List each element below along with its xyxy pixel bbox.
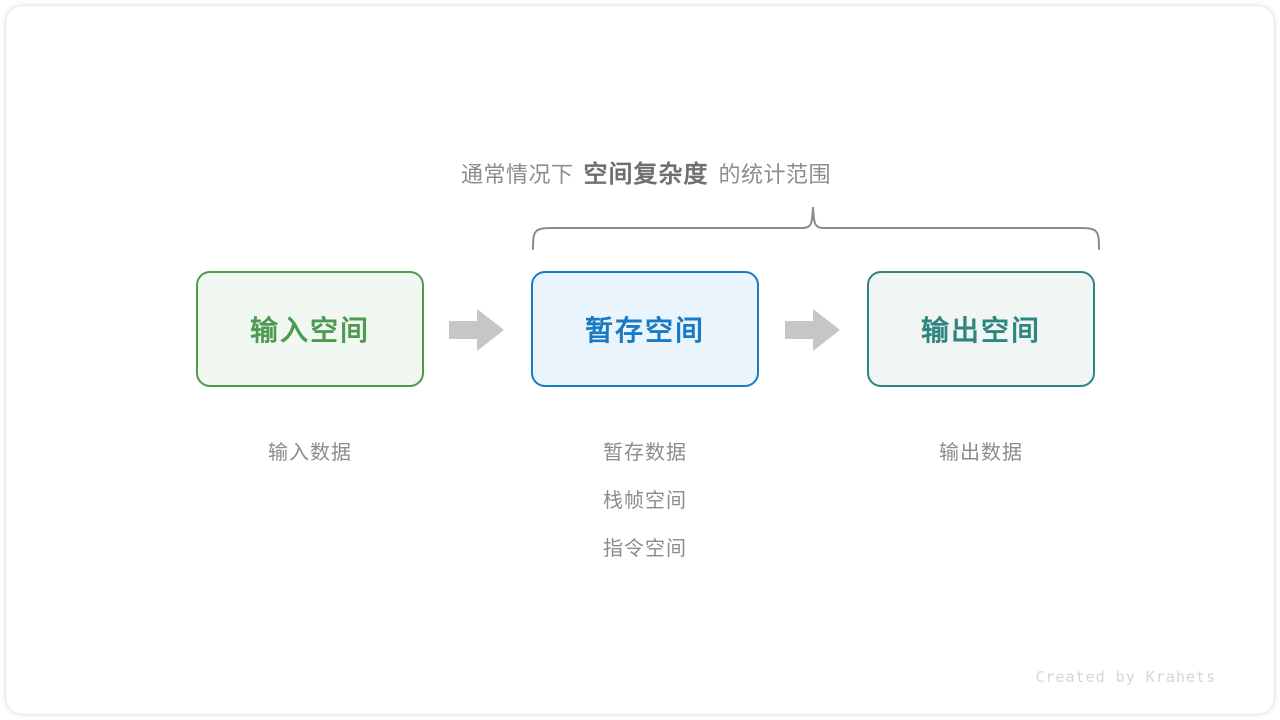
diagram-card: 通常情况下空间复杂度的统计范围 输入空间 暂存空间 输出空间 输入数据 暂存数据… bbox=[6, 6, 1274, 714]
brace-caption-tail: 的统计范围 bbox=[718, 162, 832, 187]
right-arrow-icon bbox=[449, 309, 504, 351]
caption-item: 输入数据 bbox=[268, 442, 352, 464]
curly-brace-icon bbox=[532, 206, 1100, 250]
right-arrow-icon bbox=[785, 309, 840, 351]
curly-brace bbox=[516, 196, 1116, 260]
node-temp-space-label: 暂存空间 bbox=[584, 315, 705, 346]
node-input-space[interactable]: 输入空间 bbox=[196, 271, 424, 387]
caption-item: 暂存数据 bbox=[603, 442, 687, 464]
footer-credit: Created by Krahets bbox=[1035, 668, 1216, 686]
node-temp-space[interactable]: 暂存空间 bbox=[531, 271, 759, 387]
caption-group-temp: 暂存数据 栈帧空间 指令空间 bbox=[531, 429, 759, 573]
caption-item: 栈帧空间 bbox=[603, 490, 687, 512]
node-output-space[interactable]: 输出空间 bbox=[867, 271, 1095, 387]
caption-item: 输出数据 bbox=[939, 442, 1023, 464]
arrow-temp-to-output bbox=[783, 306, 843, 354]
caption-group-output: 输出数据 bbox=[867, 429, 1095, 477]
brace-caption-lead: 通常情况下 bbox=[460, 162, 574, 187]
brace-caption-emphasis: 空间复杂度 bbox=[583, 161, 709, 188]
caption-item: 指令空间 bbox=[603, 538, 687, 560]
node-input-space-label: 输入空间 bbox=[249, 315, 370, 346]
arrow-input-to-temp bbox=[447, 306, 507, 354]
node-output-space-label: 输出空间 bbox=[920, 315, 1041, 346]
caption-group-input: 输入数据 bbox=[196, 429, 424, 477]
brace-caption: 通常情况下空间复杂度的统计范围 bbox=[6, 154, 1280, 189]
